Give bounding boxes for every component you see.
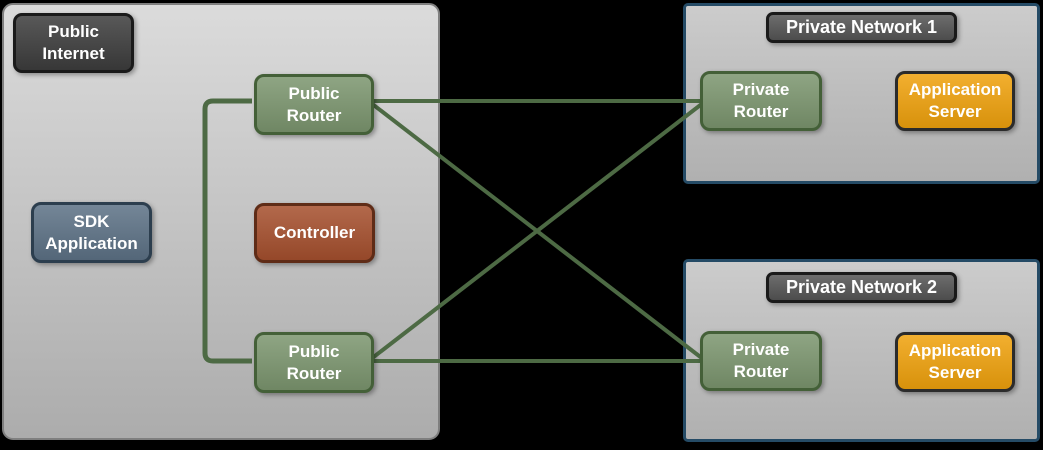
private-network-1-label: Private Network 1 (766, 12, 957, 43)
application-server-1-node: Application Server (895, 71, 1015, 131)
public-internet-label: Public Internet (13, 13, 134, 73)
private-network-2-zone: Private Network 2 Private Router Applica… (683, 259, 1040, 442)
public-router-top-node: Public Router (254, 74, 374, 135)
private-router-2-node: Private Router (700, 331, 822, 391)
private-router-1-node: Private Router (700, 71, 822, 131)
private-network-2-label: Private Network 2 (766, 272, 957, 303)
public-router-bottom-node: Public Router (254, 332, 374, 393)
application-server-2-node: Application Server (895, 332, 1015, 392)
private-network-1-zone: Private Network 1 Private Router Applica… (683, 3, 1040, 184)
controller-node: Controller (254, 203, 375, 263)
sdk-application-node: SDK Application (31, 202, 152, 263)
public-internet-zone: Public Internet SDK Application Controll… (2, 3, 440, 440)
